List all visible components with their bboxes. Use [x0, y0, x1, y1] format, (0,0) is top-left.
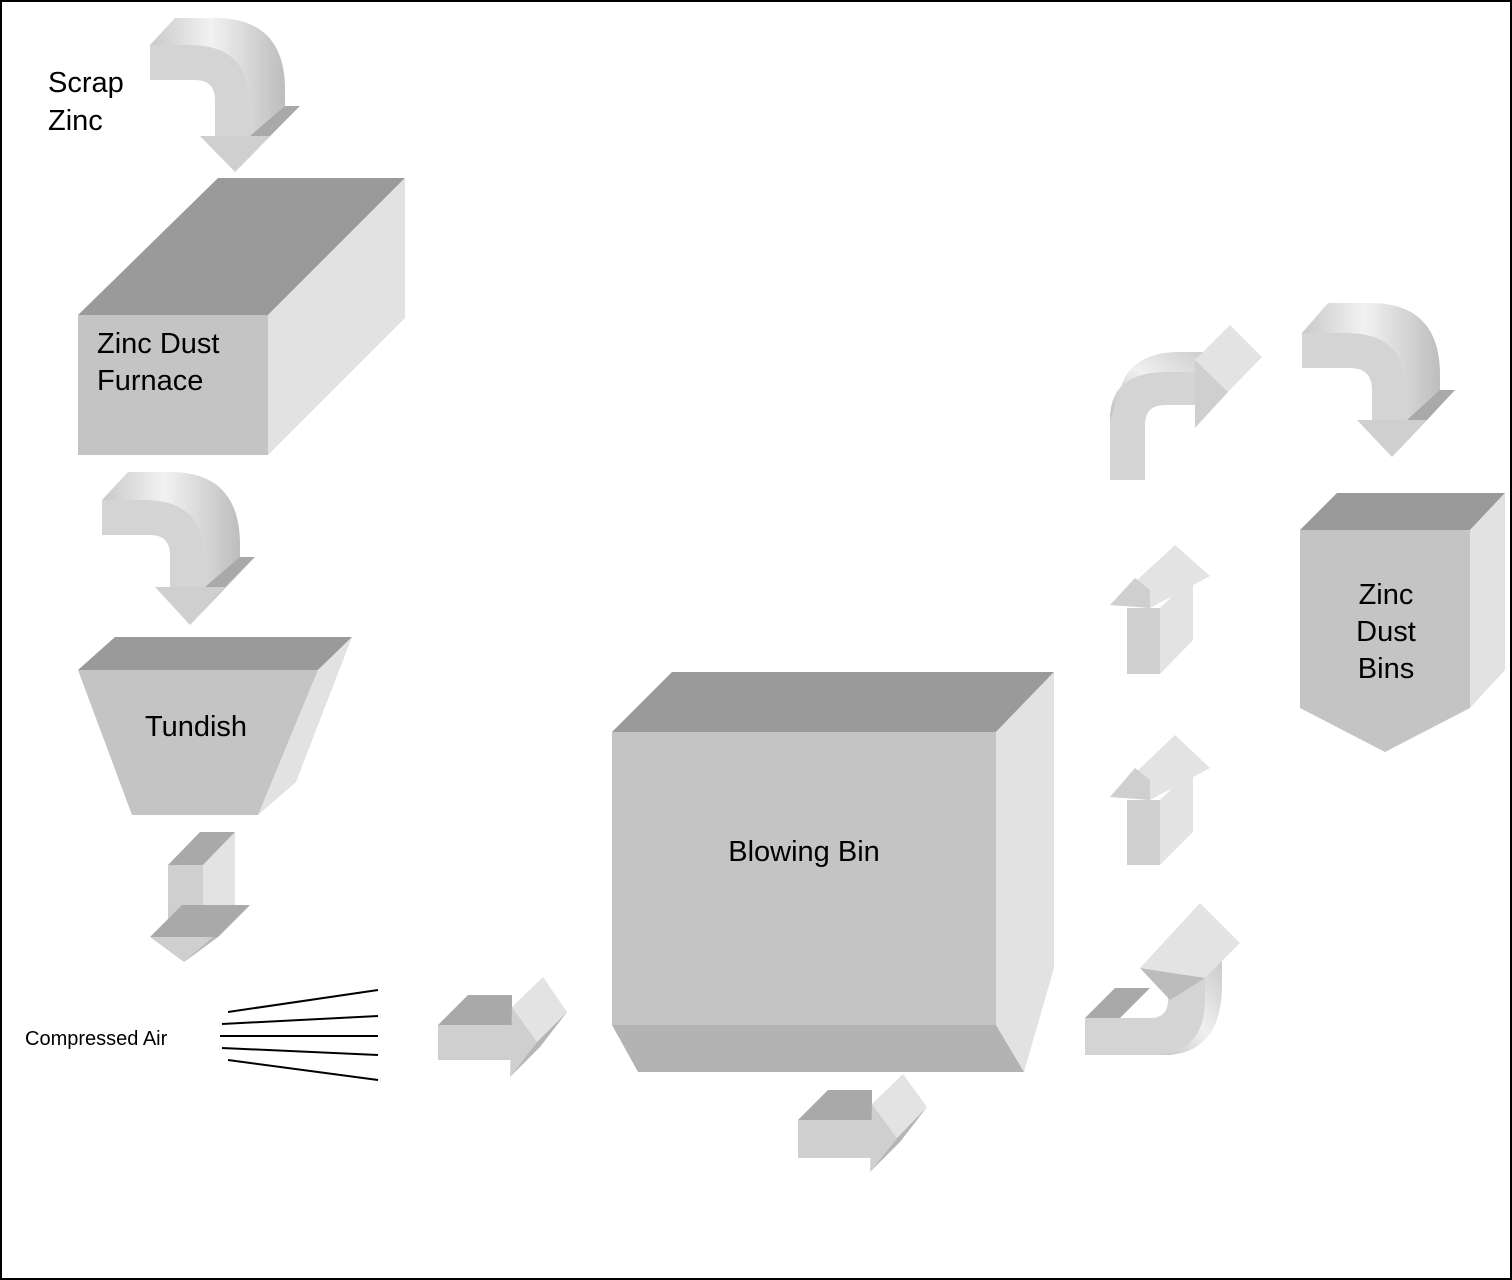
scrap-zinc-label-line1: Scrap — [48, 67, 124, 99]
compressed-air-lines — [220, 989, 379, 1081]
compressed-air-label: Compressed Air — [25, 1028, 168, 1050]
bins-label-line2: Dust — [1356, 616, 1416, 648]
zinc-dust-furnace: Zinc Dust Furnace — [78, 178, 405, 455]
tundish: Tundish — [78, 637, 352, 815]
curved-arrow-up-from-blowing-bin — [1085, 903, 1240, 1055]
furnace-label-line1: Zinc Dust — [97, 328, 219, 360]
blowing-bin-label: Blowing Bin — [728, 836, 880, 868]
curved-arrow-into-zinc-dust-bins — [1302, 303, 1455, 457]
arrow-down-tundish-outlet — [150, 832, 250, 962]
furnace-label-line2: Furnace — [97, 365, 203, 397]
curved-arrow-scrap-to-furnace — [150, 18, 300, 172]
arrow-right-out-of-blowing-bin — [798, 1074, 927, 1172]
zinc-dust-bins: Zinc Dust Bins — [1300, 493, 1505, 752]
arrow-up-lower — [1110, 735, 1210, 865]
tundish-label: Tundish — [145, 711, 247, 743]
curved-arrow-furnace-to-tundish — [102, 472, 255, 625]
curved-arrow-up-right — [1110, 325, 1262, 480]
arrow-up-upper — [1110, 545, 1210, 674]
bins-label-line1: Zinc — [1359, 579, 1414, 611]
arrow-right-into-blowing-bin — [438, 977, 567, 1077]
scrap-zinc-label-line2: Zinc — [48, 105, 103, 137]
blowing-bin: Blowing Bin — [612, 672, 1054, 1072]
bins-label-line3: Bins — [1358, 653, 1414, 685]
